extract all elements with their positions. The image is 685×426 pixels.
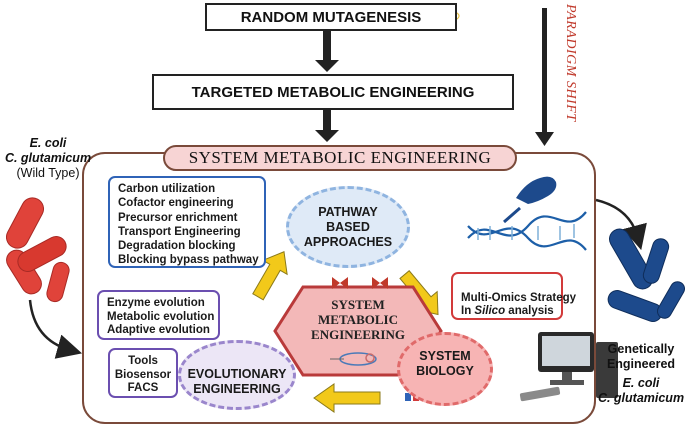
evolution-strategy-item: Metabolic evolution (107, 310, 215, 323)
pathway-strategy-item: Degradation blocking (118, 240, 236, 253)
center-hexagon-line-1: SYSTEM (331, 297, 385, 312)
pathway-strategy-item: Blocking bypass pathway (118, 254, 259, 267)
random-mutagenesis-box: RANDOM MUTAGENESIS (205, 3, 457, 31)
wild-type-species-1: E. coli (29, 136, 67, 150)
evolutionary-line-1: EVOLUTIONARY (187, 367, 287, 381)
pathway-approaches-line-2: BASED (326, 219, 370, 234)
evolutionary-engineering-node: EVOLUTIONARY ENGINEERING (178, 340, 296, 410)
wild-type-label: E. coli C. glutamicum (Wild Type) (0, 136, 96, 181)
paradigm-shift-arrow (535, 8, 554, 146)
pathway-strategy-item: Precursor enrichment (118, 211, 238, 224)
tools-item: Biosensor (114, 368, 172, 381)
engineered-line-2: Engineered (606, 357, 676, 371)
plasmid-icon (330, 352, 377, 366)
evolution-strategies-box: Enzyme evolution Metabolic evolution Ada… (97, 290, 220, 340)
flow-arrow-2 (315, 109, 339, 142)
computer-icon (519, 332, 618, 402)
targeted-metabolic-engineering-box: TARGETED METABOLIC ENGINEERING (152, 74, 514, 110)
omics-line-2: In Silico analysis (461, 305, 554, 317)
main-title: SYSTEM METABOLIC ENGINEERING (188, 148, 492, 167)
tools-item: FACS (127, 382, 159, 394)
wild-type-species-2: C. glutamicum (4, 151, 92, 165)
wild-type-note: (Wild Type) (16, 166, 80, 180)
flow-arrow-1 (315, 31, 339, 72)
system-biology-node: SYSTEM BIOLOGY (397, 332, 493, 406)
pathway-strategies-box: Carbon utilization Cofactor engineering … (108, 176, 266, 268)
evolution-strategy-item: Enzyme evolution (107, 297, 205, 309)
dna-helix-icon (467, 211, 587, 251)
engineered-line-1: Genetically (607, 342, 675, 356)
yellow-arrow-bottom (313, 383, 381, 413)
curved-arrow-left (28, 299, 83, 359)
system-biology-line-1: SYSTEM (419, 349, 471, 363)
pathway-strategy-item: Cofactor engineering (118, 197, 234, 210)
engineered-species-1: E. coli (622, 376, 660, 390)
evolution-strategy-item: Adaptive evolution (107, 324, 210, 336)
random-mutagenesis-label: RANDOM MUTAGENESIS (240, 8, 422, 26)
bacteria-red-icon (5, 197, 70, 303)
center-hexagon-line-3: ENGINEERING (311, 327, 405, 342)
engineered-species-2: C. glutamicum (597, 391, 685, 405)
engineered-label: Genetically Engineered E. coli C. glutam… (596, 342, 685, 406)
pathway-strategy-item: Carbon utilization (118, 183, 216, 195)
pathway-approaches-line-3: APPROACHES (303, 234, 393, 249)
omics-line-1: Multi-Omics Strategy (461, 292, 577, 304)
yellow-arrow-top-left (252, 251, 288, 301)
pathway-strategy-item: Transport Engineering (118, 225, 241, 238)
system-biology-line-2: BIOLOGY (416, 364, 474, 378)
pathway-approaches-line-1: PATHWAY (318, 204, 378, 219)
pathway-approaches-node: PATHWAY BASED APPROACHES (286, 186, 410, 268)
curved-arrow-right (595, 198, 647, 251)
hand-pen-icon (503, 176, 557, 224)
bacteria-blue-icon (607, 228, 685, 322)
paradigm-shift-label: PARADIGM SHIFT (563, 4, 578, 122)
evolutionary-line-2: ENGINEERING (193, 382, 281, 396)
center-hexagon-label: SYSTEM METABOLIC ENGINEERING (290, 297, 426, 342)
bow-icon (332, 277, 388, 289)
main-title-pill: SYSTEM METABOLIC ENGINEERING (163, 145, 517, 171)
targeted-metabolic-engineering-label: TARGETED METABOLIC ENGINEERING (191, 83, 475, 101)
tools-box: Tools Biosensor FACS (108, 348, 178, 398)
omics-box: Multi-Omics Strategy In Silico analysis (451, 272, 577, 320)
center-hexagon-line-2: METABOLIC (318, 312, 398, 327)
tools-item: Tools (128, 355, 158, 367)
